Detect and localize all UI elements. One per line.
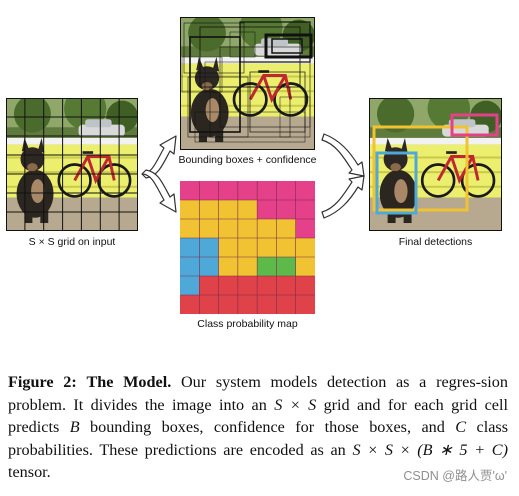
watermark: CSDN @路人贾'ω' xyxy=(403,469,507,483)
detection-dog-box xyxy=(375,151,418,215)
merge-arrow-icon xyxy=(321,133,365,219)
class-map-grid xyxy=(180,181,315,314)
figure-title: The Model. xyxy=(86,373,172,391)
class-probability-map xyxy=(180,181,315,314)
input-image xyxy=(6,98,138,231)
caption-math-2: B xyxy=(69,418,80,437)
caption-math-4: S × S × (B ∗ 5 + C) xyxy=(352,440,508,459)
figure-label: Figure 2: xyxy=(8,373,77,391)
caption-text-2: grid and for each grid cell predicts xyxy=(8,395,508,437)
caption-math-1: S × S xyxy=(274,395,317,414)
caption-text-3: bounding boxes, confidence for those box… xyxy=(79,418,456,437)
boxes-overlay xyxy=(180,17,315,150)
final-label: Final detections xyxy=(398,236,473,248)
caption-text-5: tensor. xyxy=(8,463,51,482)
caption-math-3: C xyxy=(455,418,467,437)
caption-text-1: Our system models detection as a regres-… xyxy=(8,373,508,414)
input-grid xyxy=(6,98,138,231)
final-detections-image xyxy=(369,98,502,231)
class-map-label: Class probability map xyxy=(197,318,298,330)
detection-car-box xyxy=(450,113,499,137)
split-arrow-icon xyxy=(141,135,177,213)
boxes-image xyxy=(180,17,315,150)
detection-bicycle-box xyxy=(372,125,469,212)
figure-caption: Figure 2: The Model. Our system models d… xyxy=(8,371,508,484)
boxes-label: Bounding boxes + confidence xyxy=(178,154,317,166)
input-label: S × S grid on input xyxy=(28,236,116,248)
caption-text-4: class probabilities. These predictions a… xyxy=(8,418,508,459)
final-boxes xyxy=(369,98,502,231)
